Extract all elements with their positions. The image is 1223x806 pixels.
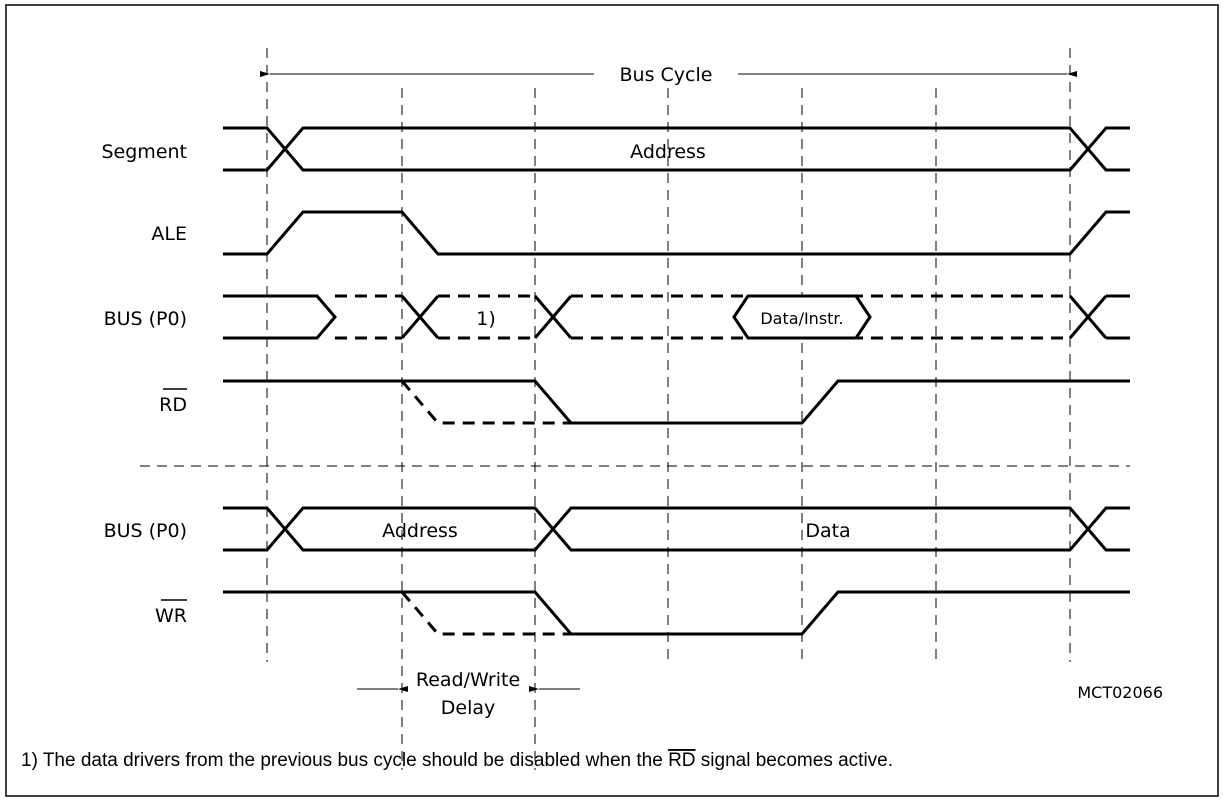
footnote-post: signal becomes active.	[696, 750, 894, 771]
ale-signal	[223, 210, 1130, 256]
footnote-pre: 1) The data drivers from the previous bu…	[21, 750, 668, 771]
footnote-signal: RD	[668, 750, 695, 771]
rd-label: RD	[159, 394, 187, 416]
bus-write-label: BUS (P0)	[104, 520, 187, 542]
delay-label-line2: Delay	[441, 697, 496, 719]
bus-read-note-ref: 1)	[476, 308, 496, 330]
figure-id: MCT02066	[1077, 683, 1163, 702]
figure-frame	[5, 4, 1219, 797]
bus-read-signal	[223, 294, 1130, 340]
wr-label: WR	[155, 605, 187, 627]
ale-label: ALE	[151, 223, 187, 245]
bus-write-data: Data	[805, 520, 850, 542]
segment-signal	[223, 126, 1130, 172]
bus-read-label: BUS (P0)	[104, 308, 187, 330]
data-instr-box	[732, 294, 872, 340]
data-instr-label: Data/Instr.	[760, 309, 843, 328]
rd-signal	[223, 379, 1130, 425]
wr-signal	[223, 590, 1130, 636]
delay-label-line1: Read/Write	[416, 669, 520, 691]
bus-write-address: Address	[382, 520, 458, 542]
segment-value: Address	[630, 141, 706, 163]
footnote: 1) The data drivers from the previous bu…	[21, 750, 893, 771]
bus-cycle-arrow: Bus Cycle	[260, 64, 1077, 86]
bus-write-signal	[223, 506, 1130, 552]
read-write-delay: Read/Write Delay	[357, 669, 580, 719]
segment-label: Segment	[102, 141, 188, 163]
time-grid	[266, 48, 1071, 770]
bus-cycle-label: Bus Cycle	[620, 64, 713, 86]
